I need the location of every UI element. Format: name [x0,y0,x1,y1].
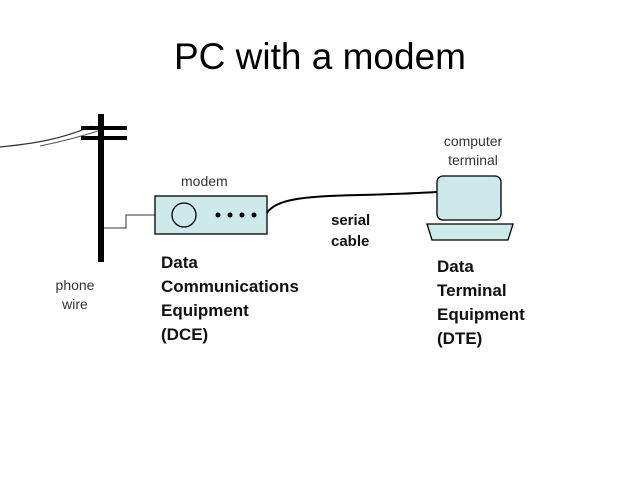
modem-device [154,195,268,235]
serial-cable-line [266,191,438,214]
serial-cable-label-line1: serial [331,212,371,229]
dte-label: Data Terminal Equipment (DTE) [437,255,525,351]
dte-label-line1: Data [437,257,474,276]
modem-label: modem [181,173,228,189]
phone-wire-line [104,214,155,229]
serial-cable-label-line2: cable [331,233,370,250]
computer-terminal-label-line1: computer [443,133,503,149]
computer-terminal-label-line2: terminal [448,152,498,168]
overhead-wire-2 [39,128,105,147]
computer-terminal-label: computer terminal [437,132,509,170]
dce-label-line1: Data [161,253,198,272]
dce-label-line3: Equipment [161,301,249,320]
telephone-pole [81,114,127,262]
dce-label: Data Communications Equipment (DCE) [161,251,299,347]
slide-title: PC with a modem [174,36,466,77]
dte-label-line3: Equipment [437,305,525,324]
phone-wire-label-line1: phone [55,277,95,293]
computer-terminal-device [426,175,514,241]
phone-wire-label: phone wire [52,276,98,314]
serial-cable-label: serial cable [331,210,370,252]
dce-label-line4: (DCE) [161,325,209,344]
dce-label-line2: Communications [161,277,299,296]
phone-wire-label-line2: wire [62,296,88,312]
dte-label-line4: (DTE) [437,329,483,348]
dte-label-line2: Terminal [437,281,507,300]
